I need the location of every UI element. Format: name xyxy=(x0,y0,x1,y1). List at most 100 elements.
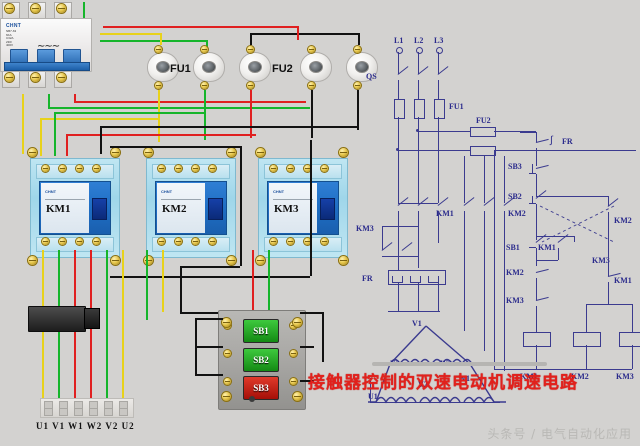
drop-green-1 xyxy=(206,40,208,48)
pbs-mount-tr xyxy=(293,318,302,327)
km1-mount-br xyxy=(111,256,120,265)
motor-wire-u2 xyxy=(122,250,124,402)
km1-brand: CHNT xyxy=(45,189,57,194)
schem-term-l3 xyxy=(436,47,443,54)
schem-term-l1 xyxy=(396,47,403,54)
schem-label-fr: FR xyxy=(362,274,373,283)
km3-mount-tr xyxy=(339,148,348,157)
fuse1-out-yellow xyxy=(158,90,160,142)
km3-label: KM3 xyxy=(274,203,299,215)
schem-term-l2 xyxy=(416,47,423,54)
pbs-mount-bl xyxy=(222,392,231,401)
schem-coil-label-km1: KM1 xyxy=(520,372,538,381)
breaker-terminal-in-1 xyxy=(5,4,14,13)
schem-label-l1: L1 xyxy=(394,36,404,45)
schem-label-v1: V1 xyxy=(412,319,422,328)
diagram-title: 接触器控制的双速电动机调速电路 xyxy=(308,373,578,393)
schem-label-u1: U1 xyxy=(368,392,378,401)
drop-black-3 xyxy=(100,126,102,154)
drop-green-2 xyxy=(54,112,56,156)
button-sb3[interactable]: SB3 xyxy=(243,376,279,400)
schem-ctrl-label-fr: FR xyxy=(562,137,573,146)
fuse-holder-2[interactable] xyxy=(191,50,225,82)
loop-black-2 xyxy=(240,146,242,266)
drop-red-2 xyxy=(66,134,68,156)
schem-label-w1: W1 xyxy=(458,374,470,383)
schem-ctrl-label-sb2: SB2 xyxy=(508,192,522,201)
wire-out-yellow xyxy=(22,94,24,154)
pbs-wire-7 xyxy=(300,346,314,348)
pbs-wire-6 xyxy=(322,312,324,362)
km1-mount-bl xyxy=(28,256,37,265)
pbs-wire-5 xyxy=(300,312,322,314)
km1-test-button[interactable] xyxy=(92,198,107,220)
thermal-relay-fr[interactable] xyxy=(28,306,100,332)
fuse-5-terminal-bottom xyxy=(354,82,361,89)
schem-ctrl-label-sb1: SB1 xyxy=(506,243,520,252)
fuse-holder-3[interactable] xyxy=(237,50,271,82)
km2-test-button[interactable] xyxy=(208,198,223,220)
feeder-green xyxy=(100,40,208,42)
scroll-divider xyxy=(372,362,547,366)
pbs-wire-1 xyxy=(195,318,223,320)
schem-fuse-3 xyxy=(434,99,445,119)
km1-mount-tl xyxy=(28,148,37,157)
km3-out-red xyxy=(252,250,254,330)
pbs-mount-tl xyxy=(222,318,231,327)
button-sb1[interactable]: SB1 xyxy=(243,319,279,343)
breaker-symbol: ∼∼∼ xyxy=(37,41,60,52)
fuse-holder-5[interactable] xyxy=(344,50,378,82)
schem-fuse-2 xyxy=(414,99,425,119)
fuse-1-terminal-bottom xyxy=(155,82,162,89)
push-button-station[interactable]: SB1 SB2 SB3 xyxy=(218,310,306,410)
contactor-km1[interactable]: CHNT KM1 xyxy=(30,158,120,258)
km3-test-button[interactable] xyxy=(320,198,335,220)
station-indicator xyxy=(249,396,255,402)
drop-red-1 xyxy=(297,26,299,40)
fuse-2-terminal-bottom xyxy=(201,82,208,89)
motor-terminal-block xyxy=(40,398,134,418)
schematic-panel: L1 L2 L3 QS FU1 FU2 xyxy=(352,6,640,406)
loop-black-1 xyxy=(110,146,240,148)
drop-yellow-1 xyxy=(160,33,162,45)
km3-mount-tl xyxy=(256,148,265,157)
schem-ctrl-label-sb3: SB3 xyxy=(508,162,522,171)
schem-fuse-1 xyxy=(394,99,405,119)
drop-black-1 xyxy=(250,33,252,45)
pbs-wire-3 xyxy=(195,374,223,376)
loop-black-3 xyxy=(180,266,240,268)
bus-green-top xyxy=(48,107,310,109)
fuse-label-fu2: FU2 xyxy=(272,63,293,75)
motor-wire-v2 xyxy=(106,250,108,402)
contactor-km3[interactable]: CHNT KM3 xyxy=(258,158,348,258)
fr-reset-knob[interactable] xyxy=(84,308,100,329)
pbs-wire-2 xyxy=(195,346,223,348)
bus-red-top xyxy=(74,101,306,103)
breaker-rocker-bar[interactable] xyxy=(4,62,90,71)
fuse-holder-1[interactable] xyxy=(145,50,179,82)
fuse-holder-4[interactable] xyxy=(298,50,332,82)
bus-green-mid xyxy=(54,112,206,114)
button-sb2[interactable]: SB2 xyxy=(243,348,279,372)
contactor-km2[interactable]: CHNT KM2 xyxy=(146,158,236,258)
supply-lead-l3 xyxy=(83,2,85,24)
bus-black-mid xyxy=(100,126,358,128)
schem-label-v2: V2 xyxy=(418,380,428,389)
pbs-wire-4 xyxy=(195,318,197,376)
schem-ctrl-label-km1-nc: KM1 xyxy=(614,276,632,285)
fuse-3-terminal-bottom xyxy=(247,82,254,89)
loop-black-6 xyxy=(110,276,310,278)
fuse-2-terminal-top xyxy=(201,46,208,53)
fuse-4-terminal-top xyxy=(308,46,315,53)
km2-mount-bl xyxy=(144,256,153,265)
motor-terminal-labels: U1 V1 W1 W2 V2 U2 xyxy=(36,421,135,431)
km3-brand: CHNT xyxy=(273,189,285,194)
schem-ctrl-label-km3-nc: KM3 xyxy=(506,296,524,305)
breaker-terminal-in-2 xyxy=(31,4,40,13)
wire-out-green xyxy=(48,94,50,108)
watermark: 头条号 / 电气自动化应用 xyxy=(487,427,632,441)
feeder-black-a xyxy=(250,33,360,35)
loop-black-7 xyxy=(310,140,312,276)
